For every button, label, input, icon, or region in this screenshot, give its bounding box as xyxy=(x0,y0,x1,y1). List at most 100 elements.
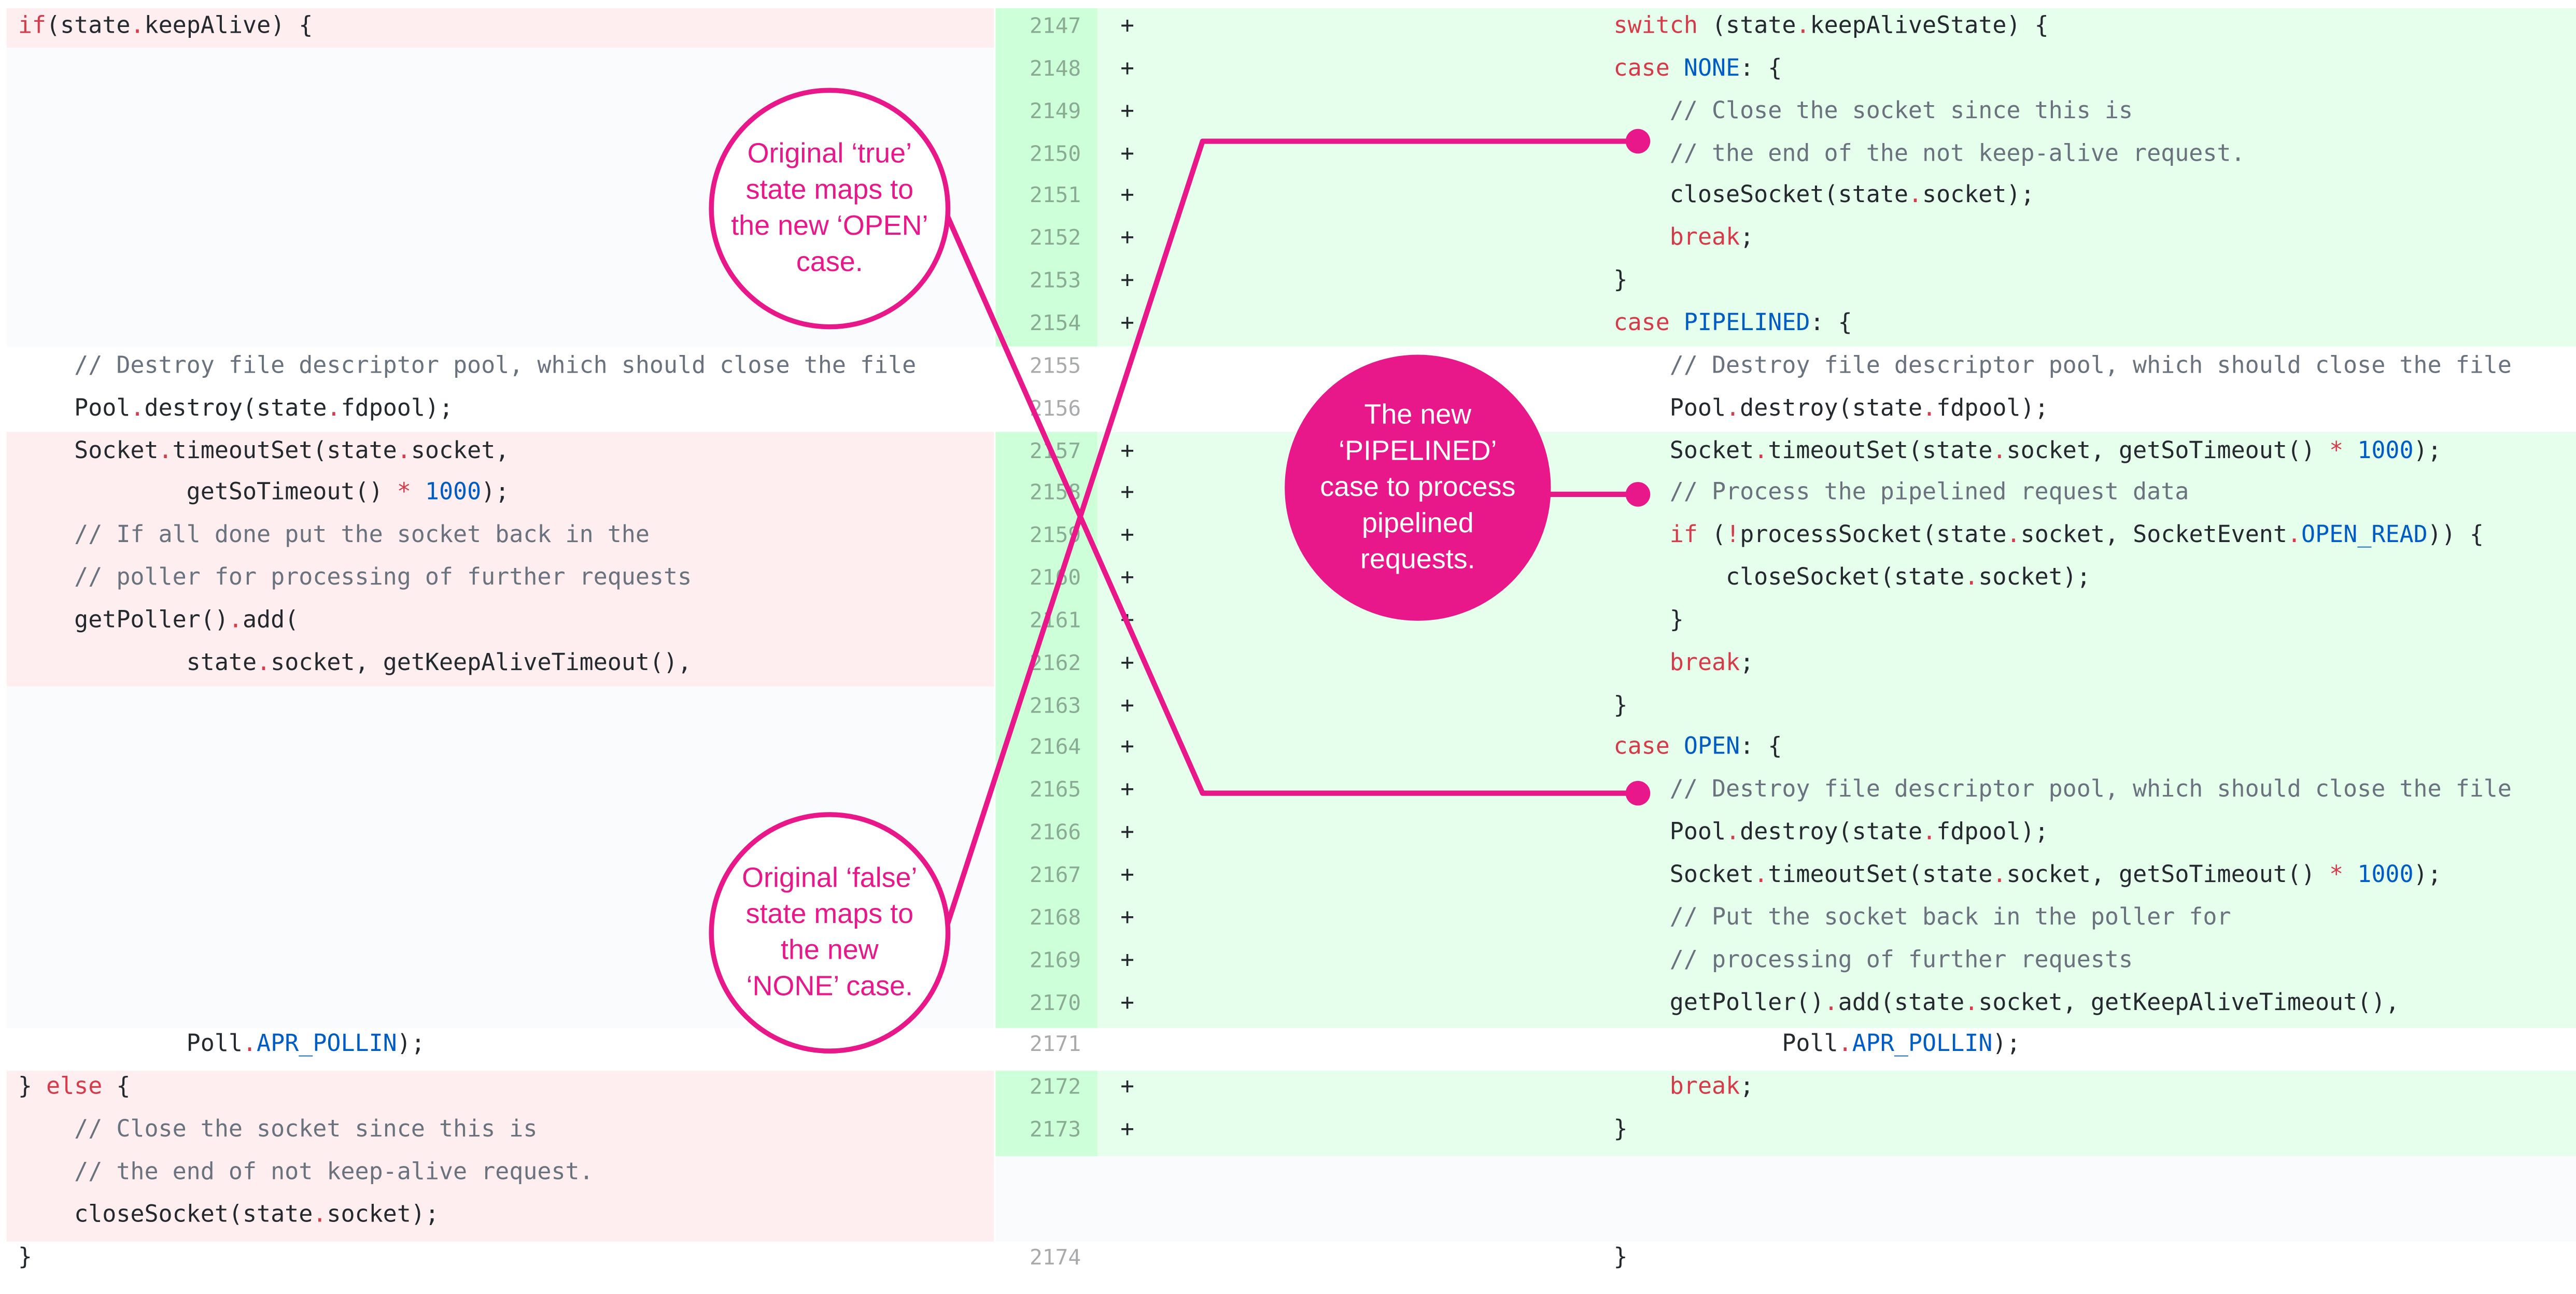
line-number: 2149 xyxy=(1029,99,1081,124)
left-code-line: closeSocket(state.socket); xyxy=(18,1195,439,1238)
line-number: 2174 xyxy=(1029,1246,1081,1271)
code-token: . xyxy=(1754,862,1768,889)
code-token: Pool xyxy=(1557,395,1726,422)
right-code-line: Socket.timeoutSet(state.socket, getSoTim… xyxy=(1557,856,2442,898)
code-token: socket, getSoTimeout() xyxy=(2006,862,2330,889)
code-token: // Destroy file descriptor pool, which s… xyxy=(18,352,917,379)
right-code-line: // the end of the not keep-alive request… xyxy=(1557,134,2245,176)
line-number: 2172 xyxy=(1029,1076,1081,1101)
code-token: . xyxy=(313,1202,327,1228)
line-number: 2147 xyxy=(1029,15,1081,40)
addition-marker: + xyxy=(1120,310,1135,337)
code-token: ! xyxy=(1726,522,1740,549)
anchor-dot-none xyxy=(1625,129,1651,154)
code-token: . xyxy=(2006,522,2021,549)
right-code-line: break; xyxy=(1557,1068,1754,1111)
right-code-line: } xyxy=(1557,261,1627,304)
connector-true-to-open xyxy=(944,212,1637,796)
code-token: * xyxy=(2329,437,2344,464)
code-token: socket); xyxy=(1978,565,2091,591)
code-token: APR_POLLIN xyxy=(1852,1032,1993,1059)
code-token: switch xyxy=(1613,13,1698,40)
code-token: case xyxy=(1613,55,1670,82)
addition-marker: + xyxy=(1120,650,1135,676)
code-token: . xyxy=(1726,819,1740,846)
left-code-line: getSoTimeout() * 1000); xyxy=(18,474,510,516)
left-code-line: Pool.destroy(state.fdpool); xyxy=(18,389,453,431)
code-token: socket, xyxy=(411,437,510,464)
code-token: . xyxy=(1922,395,1937,422)
code-token: . xyxy=(130,395,145,422)
code-token: . xyxy=(228,607,243,634)
code-token: // If all done put the socket back in th… xyxy=(18,522,650,549)
code-token: (state xyxy=(1697,13,1796,40)
code-token: . xyxy=(1908,182,1923,209)
left-deleted-block-1 xyxy=(6,8,994,48)
left-code-line: } else { xyxy=(18,1068,131,1111)
right-code-line: switch (state.keepAliveState) { xyxy=(1557,7,2049,49)
addition-marker: + xyxy=(1120,98,1135,124)
code-token: // Put the socket back in the poller for xyxy=(1557,904,2231,931)
code-token: add(state xyxy=(1838,989,1965,1016)
right-code-line: } xyxy=(1557,601,1684,644)
code-token: 1000 xyxy=(2357,862,2414,889)
addition-marker: + xyxy=(1120,225,1135,252)
line-number: 2151 xyxy=(1029,184,1081,209)
code-token: if xyxy=(1669,522,1698,549)
code-token: // the end of not keep-alive request. xyxy=(18,1159,594,1186)
line-number: 2152 xyxy=(1029,227,1081,252)
code-token: getSoTimeout() xyxy=(18,480,397,507)
code-token: )) { xyxy=(2427,522,2484,549)
line-number: 2161 xyxy=(1029,609,1081,634)
code-token: OPEN xyxy=(1683,734,1740,761)
code-token: socket); xyxy=(327,1202,439,1228)
addition-marker: + xyxy=(1120,182,1135,209)
line-number: 2173 xyxy=(1029,1118,1081,1143)
right-code-line: // Put the socket back in the poller for xyxy=(1557,898,2231,941)
callout-true-state: Original ‘true’ state maps to the new ‘O… xyxy=(731,138,928,278)
line-number: 2154 xyxy=(1029,311,1081,337)
code-token: ); xyxy=(397,1032,425,1059)
code-token: 1000 xyxy=(2357,437,2414,464)
code-token: . xyxy=(1964,989,1979,1016)
code-token: ; xyxy=(1740,650,1754,676)
code-token: . xyxy=(130,13,145,40)
addition-marker: + xyxy=(1120,522,1135,549)
code-token: APR_POLLIN xyxy=(257,1032,397,1059)
code-token: . xyxy=(1838,1032,1852,1059)
code-token: (state xyxy=(46,13,131,40)
right-empty-block xyxy=(995,1156,2576,1242)
code-token: // poller for processing of further requ… xyxy=(18,565,692,591)
right-added-code-1 xyxy=(1097,8,2576,347)
right-code-line: // Destroy file descriptor pool, which s… xyxy=(1557,771,2512,813)
line-number: 2164 xyxy=(1029,736,1081,761)
addition-marker: + xyxy=(1120,565,1135,591)
right-added-code-3 xyxy=(1097,1071,2576,1156)
callout-false-state: Original ‘false’ state maps to the new ‘… xyxy=(742,862,918,1002)
code-token: closeSocket(state xyxy=(1557,565,1965,591)
code-token: case xyxy=(1613,734,1670,761)
code-token: ); xyxy=(2413,862,2442,889)
code-token: } xyxy=(1557,267,1628,294)
code-token: timeoutSet(state xyxy=(172,437,397,464)
code-token: } xyxy=(18,1244,32,1271)
code-token: Socket xyxy=(1557,437,1754,464)
code-token: // processing of further requests xyxy=(1557,947,2133,974)
code-token: . xyxy=(257,650,271,676)
code-token: . xyxy=(1964,565,1979,591)
right-code-line: } xyxy=(1557,1238,1627,1280)
line-number: 2162 xyxy=(1029,651,1081,676)
code-token: . xyxy=(1992,862,2007,889)
code-token: socket, getSoTimeout() xyxy=(2006,437,2330,464)
addition-marker: + xyxy=(1120,989,1135,1016)
code-token: getPoller() xyxy=(18,607,229,634)
code-token: . xyxy=(242,1032,257,1059)
left-code-line: // If all done put the socket back in th… xyxy=(18,516,650,559)
code-token: break xyxy=(1669,650,1740,676)
code-token: . xyxy=(2287,522,2302,549)
callout-circle-false xyxy=(709,812,951,1054)
code-token: else xyxy=(46,1074,103,1101)
line-number: 2148 xyxy=(1029,57,1081,82)
code-token: . xyxy=(1922,819,1937,846)
